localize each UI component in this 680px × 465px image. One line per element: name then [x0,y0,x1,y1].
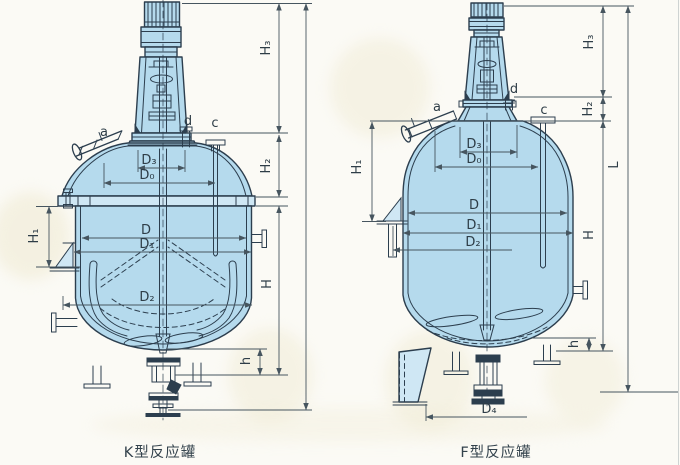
dim-label-d4-right: D₄ [481,402,496,417]
k-motor-ribs [144,1,180,27]
nozzle-label-d-left: d [184,114,192,129]
k-dimension-lines [36,3,312,411]
dim-label-d2-right: D₂ [465,235,480,250]
paper-stain [545,338,625,423]
k-dimension-labels: H₃ H₂ H H₁ h D₃ D₀ D D₁ D₂ a d c [27,41,275,366]
caption-k-type: K型反应罐 [124,443,197,461]
k-bottom-outlet-valve [145,357,182,417]
k-clamp-bolt [63,188,73,209]
f-dimension-labels: H₃ H₂ H L H₁ h D₃ D₀ D D₁ D₂ D₄ a d c [350,35,622,418]
k-details [49,0,267,421]
k-motor [143,1,181,28]
dim-label-d3-right: D₃ [466,137,481,152]
dim-label-h2-right: H₂ [581,102,596,117]
dim-label-h3-left: H₃ [259,41,274,56]
f-gear-reducer [468,17,505,31]
dim-label-h1-left: H₁ [27,229,42,244]
dim-label-l-right: L [607,161,622,169]
f-front-leg [398,347,432,403]
nozzle-label-a-right: a [433,100,441,115]
f-dimension-lines [362,5,678,421]
k-shell [74,205,253,351]
f-vessel-body [398,2,574,403]
nozzle-label-a-left: a [100,125,108,140]
f-stub-legs [443,344,561,375]
k-propeller [123,332,204,354]
dim-label-d-right: D [469,198,479,213]
k-nozzle-a [71,130,123,161]
dim-label-h1-right: H₁ [350,160,365,175]
k-type-vessel-drawing: H₃ H₂ H H₁ h D₃ D₀ D D₁ D₂ a d c K型反应罐 [27,0,312,461]
dim-label-h-small-right: h [567,340,582,348]
k-lantern-internals [134,56,188,134]
f-lantern-internals [464,36,510,101]
dim-label-h-small-left: h [239,357,254,365]
dim-label-d2-left: D₂ [139,290,154,305]
f-front-leg-edges [392,352,428,406]
f-motor-ribs [473,2,499,17]
dim-label-h3-right: H₃ [582,35,597,50]
dim-label-d0-left: D₀ [139,168,154,183]
nozzle-label-c-left: c [211,116,218,131]
k-girth-clamp-band [57,195,256,207]
k-legs [83,362,212,389]
f-shell [402,120,574,348]
paper-stain [228,328,313,423]
dim-label-h-upper-right: H [582,230,597,240]
f-agitator-shaft [483,120,491,331]
f-nozzle-a [400,110,458,143]
k-side-nozzle-right [251,229,267,248]
k-support-bracket [49,241,80,272]
k-nozzle-d [179,126,193,148]
dim-label-h-upper-left: H [260,279,275,289]
dim-label-d-left: D [141,223,151,238]
f-details [376,2,588,411]
f-side-nozzle-right [572,280,588,300]
caption-f-type: F型反应罐 [460,443,531,461]
f-nozzle-c [530,116,556,269]
dim-label-d1-right: D₁ [466,218,481,233]
dim-label-d0-right: D₀ [466,152,481,167]
k-side-nozzle-left [51,312,78,333]
dim-label-d3-left: D₃ [141,153,156,168]
dim-label-d1-left: D₁ [139,237,154,252]
f-type-vessel-drawing: H₃ H₂ H L H₁ h D₃ D₀ D D₁ D₂ D₄ a d c F型… [350,2,678,461]
k-gear-reducer [140,26,182,48]
nozzle-label-d-right: d [510,82,518,97]
f-paddle-agitator [425,307,548,345]
scan-edge-line [677,0,679,465]
nozzle-label-c-right: c [540,103,547,118]
k-vessel-body [57,1,256,351]
dim-label-h2-left: H₂ [259,159,274,174]
f-nozzle-d [503,99,515,111]
f-bottom-outlet-valve [471,354,505,405]
